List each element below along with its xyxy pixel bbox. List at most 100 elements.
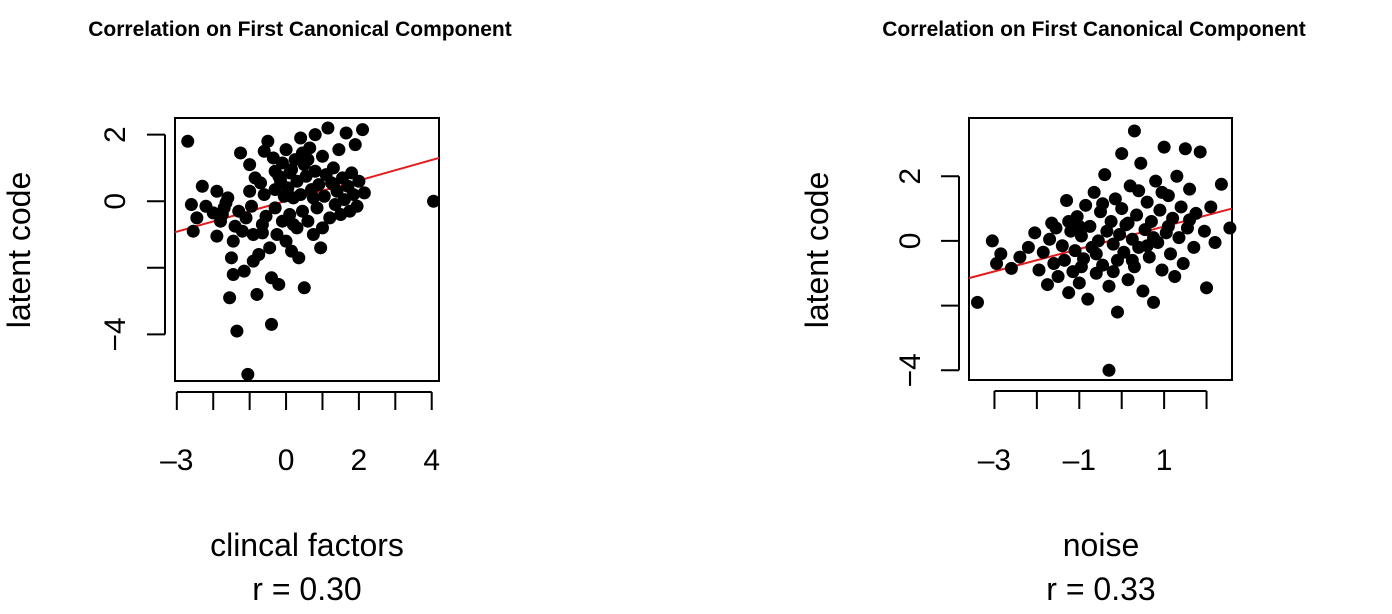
chart-right-point bbox=[1176, 257, 1190, 271]
chart-right-x-label: noise bbox=[1063, 527, 1140, 563]
chart-left-point bbox=[210, 184, 224, 198]
chart-right-point bbox=[1098, 168, 1112, 182]
chart-right-point bbox=[1168, 269, 1182, 283]
chart-left-point bbox=[292, 251, 306, 265]
chart-left-annotation: r = 0.30 bbox=[252, 571, 361, 607]
chart-right-point bbox=[1021, 240, 1035, 254]
chart-right-point bbox=[1013, 250, 1027, 264]
chart-right-point bbox=[1174, 200, 1188, 214]
chart-left-point bbox=[339, 126, 353, 140]
chart-left-title: Correlation on First Canonical Component bbox=[88, 18, 512, 41]
chart-right-point bbox=[1106, 237, 1120, 251]
chart-right-point bbox=[1157, 140, 1171, 154]
chart-right-point bbox=[1115, 147, 1129, 161]
chart-right-point bbox=[1028, 226, 1042, 240]
chart-left-point bbox=[427, 194, 441, 208]
chart-right-point bbox=[1074, 260, 1088, 274]
chart-left-point bbox=[223, 291, 237, 305]
chart-right-point bbox=[1047, 257, 1061, 271]
chart-right-point bbox=[1121, 216, 1135, 230]
chart-left-point bbox=[268, 201, 282, 215]
chart-right-point bbox=[1087, 185, 1101, 199]
chart-right-annotation: r = 0.33 bbox=[1046, 571, 1155, 607]
chart-right-x-tick-label: 1 bbox=[1156, 444, 1173, 477]
chart-right-point bbox=[1147, 231, 1161, 245]
chart-left-point bbox=[317, 189, 331, 203]
chart-right: Correlation on First Canonical Component… bbox=[799, 18, 1306, 607]
chart-left-x-tick-label: 4 bbox=[423, 444, 440, 477]
chart-right-point bbox=[1051, 269, 1065, 283]
chart-left-point bbox=[295, 204, 309, 218]
chart-left-point bbox=[352, 174, 366, 188]
chart-left-point bbox=[181, 134, 195, 148]
chart-right-point bbox=[1142, 250, 1156, 264]
chart-left-point bbox=[348, 138, 362, 152]
chart-right-point bbox=[1121, 273, 1135, 287]
chart-right-point bbox=[1140, 195, 1154, 209]
chart-left-point bbox=[281, 181, 295, 195]
chart-left-point bbox=[259, 209, 273, 223]
chart-left-y-label: latent code bbox=[1, 172, 37, 329]
chart-right-point bbox=[1102, 279, 1116, 293]
chart-right-point bbox=[1130, 208, 1144, 222]
chart-right-point bbox=[1153, 203, 1167, 217]
chart-left-point bbox=[306, 228, 320, 242]
chart-left-point bbox=[241, 367, 255, 381]
chart-right-point bbox=[1106, 265, 1120, 279]
chart-left-point bbox=[237, 264, 251, 278]
chart-left-point bbox=[244, 199, 258, 213]
chart-left-point bbox=[295, 146, 309, 160]
chart-left-plot-frame bbox=[174, 117, 440, 382]
chart-right-point bbox=[1040, 278, 1054, 292]
chart-right-y-tick-label: 0 bbox=[894, 233, 927, 250]
chart-left-point bbox=[190, 211, 204, 225]
chart-left-point bbox=[346, 188, 360, 202]
chart-left-point bbox=[263, 241, 277, 255]
chart-left-point bbox=[221, 191, 235, 205]
chart-right-point bbox=[1113, 227, 1127, 241]
chart-right-point bbox=[1125, 253, 1139, 267]
chart-right-point bbox=[1136, 284, 1150, 298]
chart-right-point bbox=[1117, 245, 1131, 259]
chart-left-point bbox=[321, 121, 335, 135]
chart-right-point bbox=[1104, 215, 1118, 229]
chart-right-point bbox=[1149, 174, 1163, 188]
chart-right-y-axis: −402 bbox=[894, 168, 960, 387]
chart-right-point bbox=[970, 295, 984, 309]
chart-right-point bbox=[1043, 232, 1057, 246]
chart-right-point bbox=[1115, 202, 1129, 216]
chart-right-point bbox=[1183, 213, 1197, 227]
chart-right-point bbox=[1032, 263, 1046, 277]
chart-left-point bbox=[279, 143, 293, 157]
chart-right-point bbox=[1060, 193, 1074, 207]
chart-left-point bbox=[294, 188, 308, 202]
chart-left-point bbox=[243, 184, 257, 198]
chart-right-point bbox=[1132, 184, 1146, 198]
chart-left-point bbox=[210, 229, 224, 243]
chart-left-point bbox=[268, 183, 282, 197]
chart-right-point bbox=[1081, 292, 1095, 306]
chart-right-point bbox=[1147, 295, 1161, 309]
chart-right-point bbox=[1100, 224, 1114, 238]
chart-right-point bbox=[1045, 216, 1059, 230]
chart-left-point bbox=[332, 143, 346, 157]
chart-right-x-tick-label: –3 bbox=[978, 444, 1011, 477]
chart-left-point bbox=[315, 221, 329, 235]
chart-left-point bbox=[272, 169, 286, 183]
chart-left-point bbox=[186, 224, 200, 238]
chart-left-point bbox=[283, 208, 297, 222]
chart-right-point bbox=[1091, 234, 1105, 248]
chart-left-point bbox=[235, 224, 249, 238]
chart-left-point bbox=[239, 211, 253, 225]
chart-left-point bbox=[294, 131, 308, 145]
chart-left-x-tick-label: 0 bbox=[278, 444, 295, 477]
chart-right-point bbox=[1096, 258, 1110, 272]
chart-left-y-tick-label: −4 bbox=[99, 317, 132, 351]
chart-left-point bbox=[310, 201, 324, 215]
chart-left-point bbox=[184, 198, 198, 212]
chart-left-point bbox=[357, 186, 371, 200]
chart-right-point bbox=[1062, 286, 1076, 300]
chart-right-point bbox=[1170, 169, 1184, 183]
